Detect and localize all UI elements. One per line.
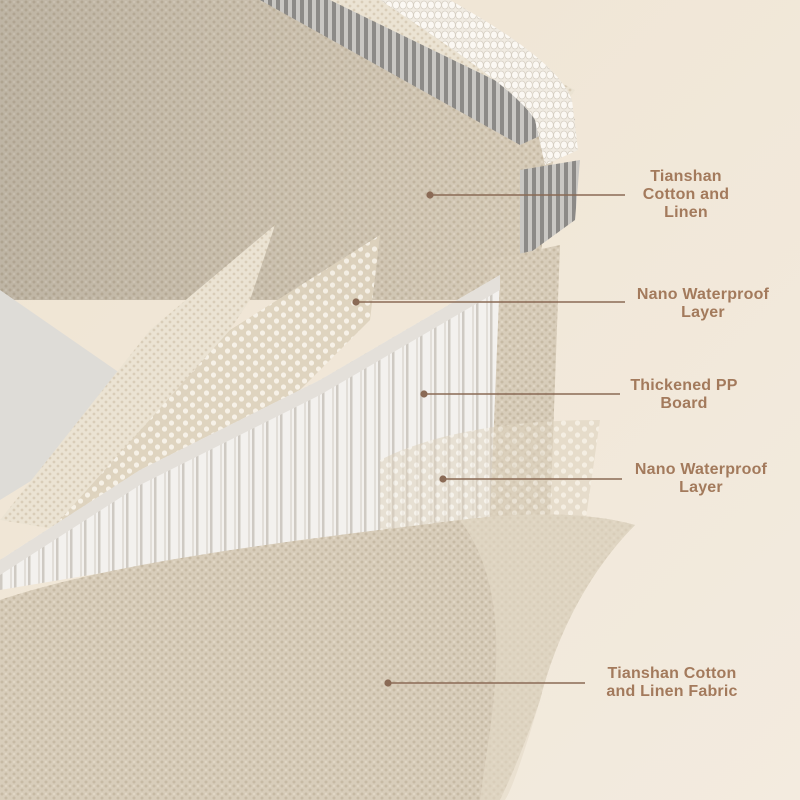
callout-nano-waterproof-top: Nano Waterproof Layer <box>636 286 770 321</box>
front-fabric-sheet <box>0 514 635 800</box>
leader-dot-waterproof-top <box>352 298 360 306</box>
callout-thickened-pp-board: Thickened PP Board <box>630 377 738 412</box>
waterproof-mesh-upper <box>60 235 380 520</box>
leader-dot-cotton-linen <box>426 191 434 199</box>
front-fabric-curl <box>460 514 635 800</box>
leader-dot-waterproof-bottom <box>439 475 447 483</box>
callout-tianshan-fabric: Tianshan Cotton and Linen Fabric <box>606 665 738 700</box>
callout-tianshan-cotton-linen: Tianshan Cotton and Linen <box>642 168 730 221</box>
leader-dot-pp-board <box>420 390 428 398</box>
zipper-side <box>520 160 580 260</box>
pp-board-edge <box>0 275 500 575</box>
callout-nano-waterproof-bottom: Nano Waterproof Layer <box>634 461 768 496</box>
box-floor <box>0 290 130 500</box>
rope-rim <box>380 0 578 165</box>
peeled-fabric-layer <box>0 225 275 530</box>
leader-dot-fabric <box>384 679 392 687</box>
zipper-band <box>260 0 575 145</box>
